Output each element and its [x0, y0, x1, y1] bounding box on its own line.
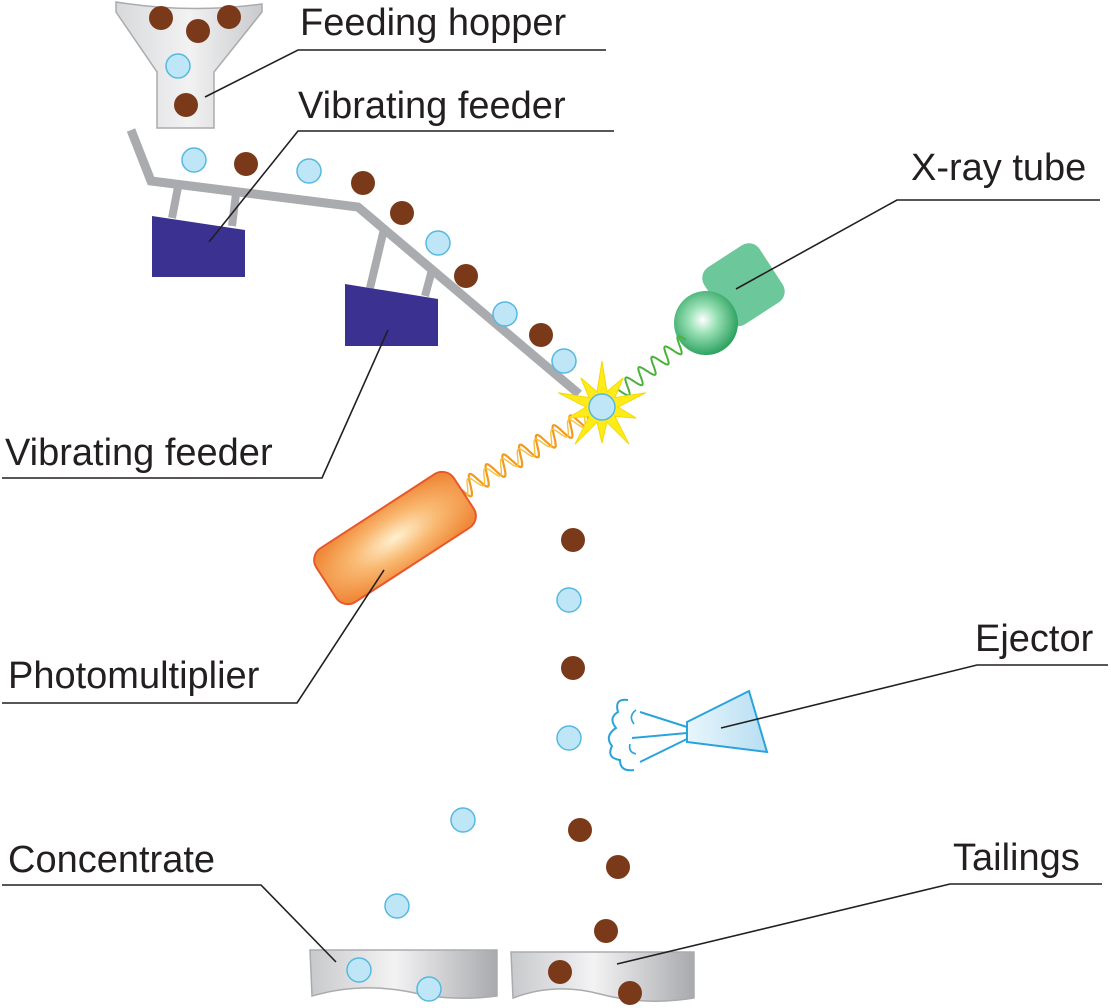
xray-beam-wave [607, 335, 687, 407]
tailings-bin [510, 951, 695, 1005]
label-tailings: Tailings [616, 837, 1102, 965]
feeding-hopper-label: Feeding hopper [300, 2, 567, 44]
vibrating-feeder-1-label: Vibrating feeder [298, 85, 566, 127]
photomultiplier [313, 470, 477, 606]
xray-tube [674, 243, 785, 355]
irradiation-spark [558, 360, 646, 445]
feeder-chute [126, 128, 582, 398]
tailings-label: Tailings [953, 837, 1080, 879]
fluorescence-wave-inner [465, 409, 600, 497]
label-vibrating-feeder-1: Vibrating feeder [208, 85, 614, 243]
ejector-label: Ejector [975, 618, 1094, 660]
ejector [607, 689, 769, 772]
label-ejector: Ejector [720, 618, 1108, 729]
concentrate-bin [309, 949, 498, 1002]
label-feeding-hopper: Feeding hopper [204, 2, 606, 98]
falling-particles [384, 528, 630, 943]
label-xray-tube: X-ray tube [735, 147, 1100, 290]
label-vibrating-feeder-2: Vibrating feeder [2, 329, 389, 479]
vibrating-feeder-1-motor [152, 216, 245, 277]
photomultiplier-label: Photomultiplier [8, 655, 260, 697]
feeding-hopper [115, 1, 263, 129]
concentrate-label: Concentrate [8, 839, 215, 881]
vibrating-feeder-2-motor [345, 284, 438, 346]
fluorescence-wave [461, 404, 597, 498]
particles-on-chute [181, 147, 577, 374]
vibrating-feeder-2-label: Vibrating feeder [5, 432, 273, 474]
label-concentrate: Concentrate [2, 839, 337, 963]
xray-tube-label: X-ray tube [911, 147, 1086, 189]
label-photomultiplier: Photomultiplier [2, 569, 385, 704]
